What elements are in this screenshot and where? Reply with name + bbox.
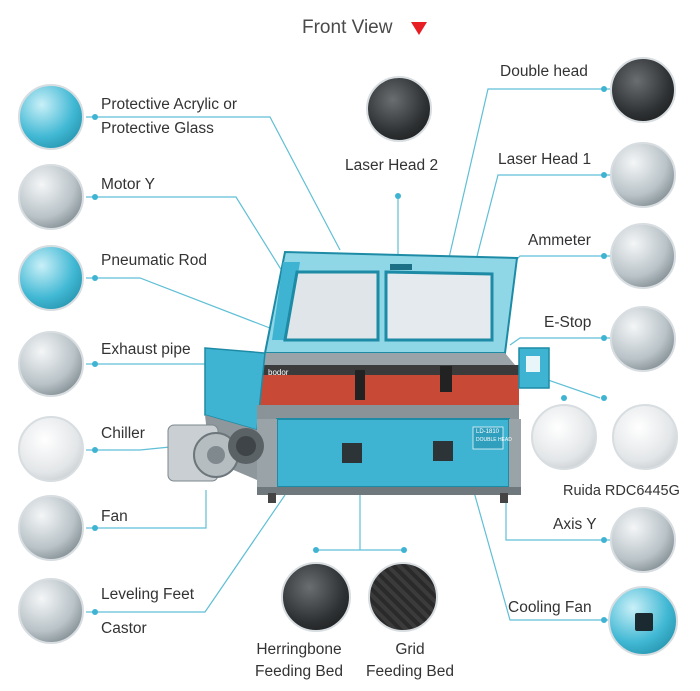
model-plate — [472, 426, 504, 450]
label-grid-line2: Feeding Bed — [366, 663, 454, 680]
label-axis-y: Axis Y — [553, 516, 597, 533]
model-plate-line1: LD-1810 — [476, 429, 500, 435]
herringbone-bed-thumbnail — [281, 562, 351, 632]
laser-head-1-thumbnail — [610, 142, 676, 208]
leader-leveling-feet — [86, 494, 286, 613]
chiller-thumbnail — [18, 416, 84, 482]
leveling-feet-thumbnail — [18, 578, 84, 644]
lid-window-right — [384, 270, 494, 342]
label-fan: Fan — [101, 508, 128, 525]
label-motor-y: Motor Y — [101, 176, 155, 193]
cooling-fan-thumbnail — [608, 586, 678, 656]
leader-e-stop — [509, 337, 610, 346]
label-laser-head-1: Laser Head 1 — [498, 151, 592, 168]
label-protective-glass-line1: Protective Acrylic or — [101, 96, 238, 113]
leader-pneumatic-rod — [86, 277, 276, 331]
motor-y-thumbnail — [18, 164, 84, 230]
lid-window-left — [283, 270, 380, 342]
label-herringbone-line1: Herringbone — [256, 641, 342, 658]
ruida-controller-thumbnail-1 — [531, 404, 597, 470]
laser-head-2-unit — [355, 370, 365, 400]
label-grid-line1: Grid — [395, 641, 425, 658]
label-ammeter: Ammeter — [528, 232, 591, 249]
label-castor: Castor — [101, 620, 147, 637]
machine-logo: bodor — [268, 368, 289, 377]
label-e-stop: E-Stop — [544, 314, 592, 331]
label-pneumatic-rod: Pneumatic Rod — [101, 252, 207, 269]
label-laser-head-2: Laser Head 2 — [345, 157, 439, 174]
leader-cooling-fan — [464, 459, 610, 621]
leader-motor-y — [86, 196, 301, 301]
e-stop-thumbnail — [610, 306, 676, 372]
laser-machine — [167, 250, 550, 503]
axis-y-thumbnail — [610, 507, 676, 573]
down-arrow-icon — [411, 22, 427, 35]
ammeter-thumbnail — [610, 223, 676, 289]
label-chiller: Chiller — [101, 425, 145, 442]
fan-thumbnail — [18, 495, 84, 561]
ruida-controller-thumbnail-2 — [612, 404, 678, 470]
front-vent-right — [433, 441, 453, 461]
model-plate-line2: DOUBLE HEAD — [476, 437, 512, 443]
fan-square-icon — [635, 613, 653, 631]
label-exhaust-pipe: Exhaust pipe — [101, 341, 191, 358]
leader-protective-glass — [86, 116, 341, 251]
double-head-thumbnail — [610, 57, 676, 123]
label-leveling-feet: Leveling Feet — [101, 586, 195, 603]
grid-bed-thumbnail — [368, 562, 438, 632]
label-double-head: Double head — [500, 63, 588, 80]
label-cooling-fan: Cooling Fan — [508, 599, 592, 616]
exhaust-pipe-thumbnail — [18, 331, 84, 397]
label-ruida: Ruida RDC6445G — [563, 483, 680, 499]
label-protective-glass-line2: Protective Glass — [101, 120, 214, 137]
label-herringbone-line2: Feeding Bed — [255, 663, 343, 680]
machine-front-body — [276, 418, 510, 488]
pneumatic-rod-thumbnail — [18, 245, 84, 311]
leader-fan — [86, 490, 207, 529]
laser-head-1-unit — [440, 366, 452, 392]
page-title: Front View — [302, 17, 393, 38]
laser-head-2-thumbnail — [366, 76, 432, 142]
leader-ruida — [544, 374, 601, 399]
front-vent-left — [342, 443, 362, 463]
protective-glass-thumbnail — [18, 84, 84, 150]
leader-dots — [92, 86, 607, 623]
